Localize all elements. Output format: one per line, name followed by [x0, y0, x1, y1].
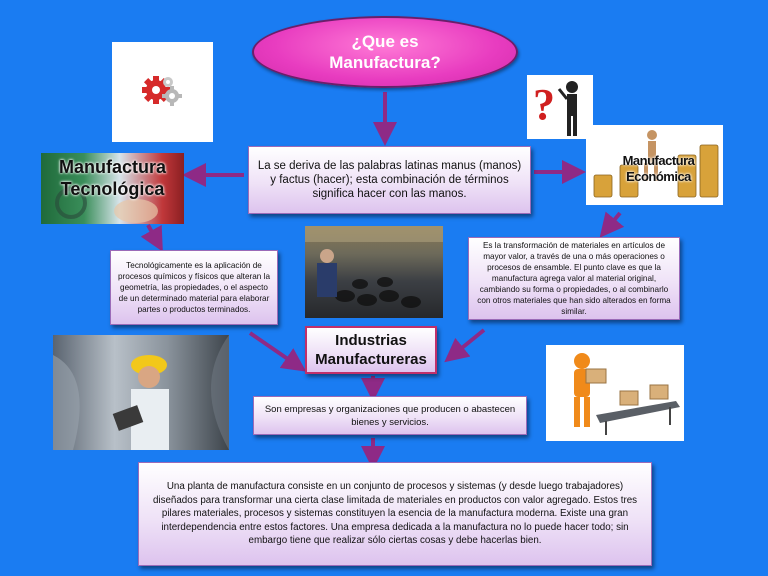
svg-text:?: ? [533, 80, 555, 129]
arrow-economica-text-to-industrias [444, 328, 486, 363]
industrias-text: Son empresas y organizaciones que produc… [264, 403, 516, 428]
question-figure-image: ? [527, 75, 593, 139]
industrias-box: Industrias Manufactureras [305, 326, 437, 374]
conveyor-image [546, 345, 684, 441]
planta-text: Una planta de manufactura consiste en un… [152, 481, 638, 547]
industrias-label: Industrias Manufactureras [315, 332, 427, 368]
economica-label: Manufactura Económica [622, 153, 695, 184]
tecnologica-text: Tecnológicamente es la aplicación de pro… [118, 261, 270, 314]
economica-text: Es la transformación de materiales en ar… [477, 241, 671, 316]
arrow-economica-to-text [599, 211, 625, 238]
worker-photo [53, 335, 229, 450]
tecnologica-label: Manufactura Tecnológica [58, 157, 166, 199]
definition-text: La se deriva de las palabras latinas man… [257, 160, 522, 200]
economica-text-box: Es la transformación de materiales en ar… [468, 237, 680, 320]
title-ellipse: ¿Que es Manufactura? [252, 16, 518, 88]
arrow-tecnologica-to-text [140, 224, 163, 252]
gears-image [112, 42, 213, 142]
factory-photo [305, 226, 443, 318]
economica-image: Manufactura Económica [586, 125, 723, 205]
planta-text-box: Una planta de manufactura consiste en un… [138, 462, 652, 566]
industrias-text-box: Son empresas y organizaciones que produc… [253, 396, 527, 435]
tecnologica-text-box: Tecnológicamente es la aplicación de pro… [110, 250, 278, 325]
tecnologica-image: Manufactura Tecnológica [41, 153, 184, 224]
title-text: ¿Que es Manufactura? [329, 32, 441, 72]
arrow-tecnologica-text-to-industrias [248, 331, 307, 372]
definition-box: La se deriva de las palabras latinas man… [248, 146, 531, 214]
